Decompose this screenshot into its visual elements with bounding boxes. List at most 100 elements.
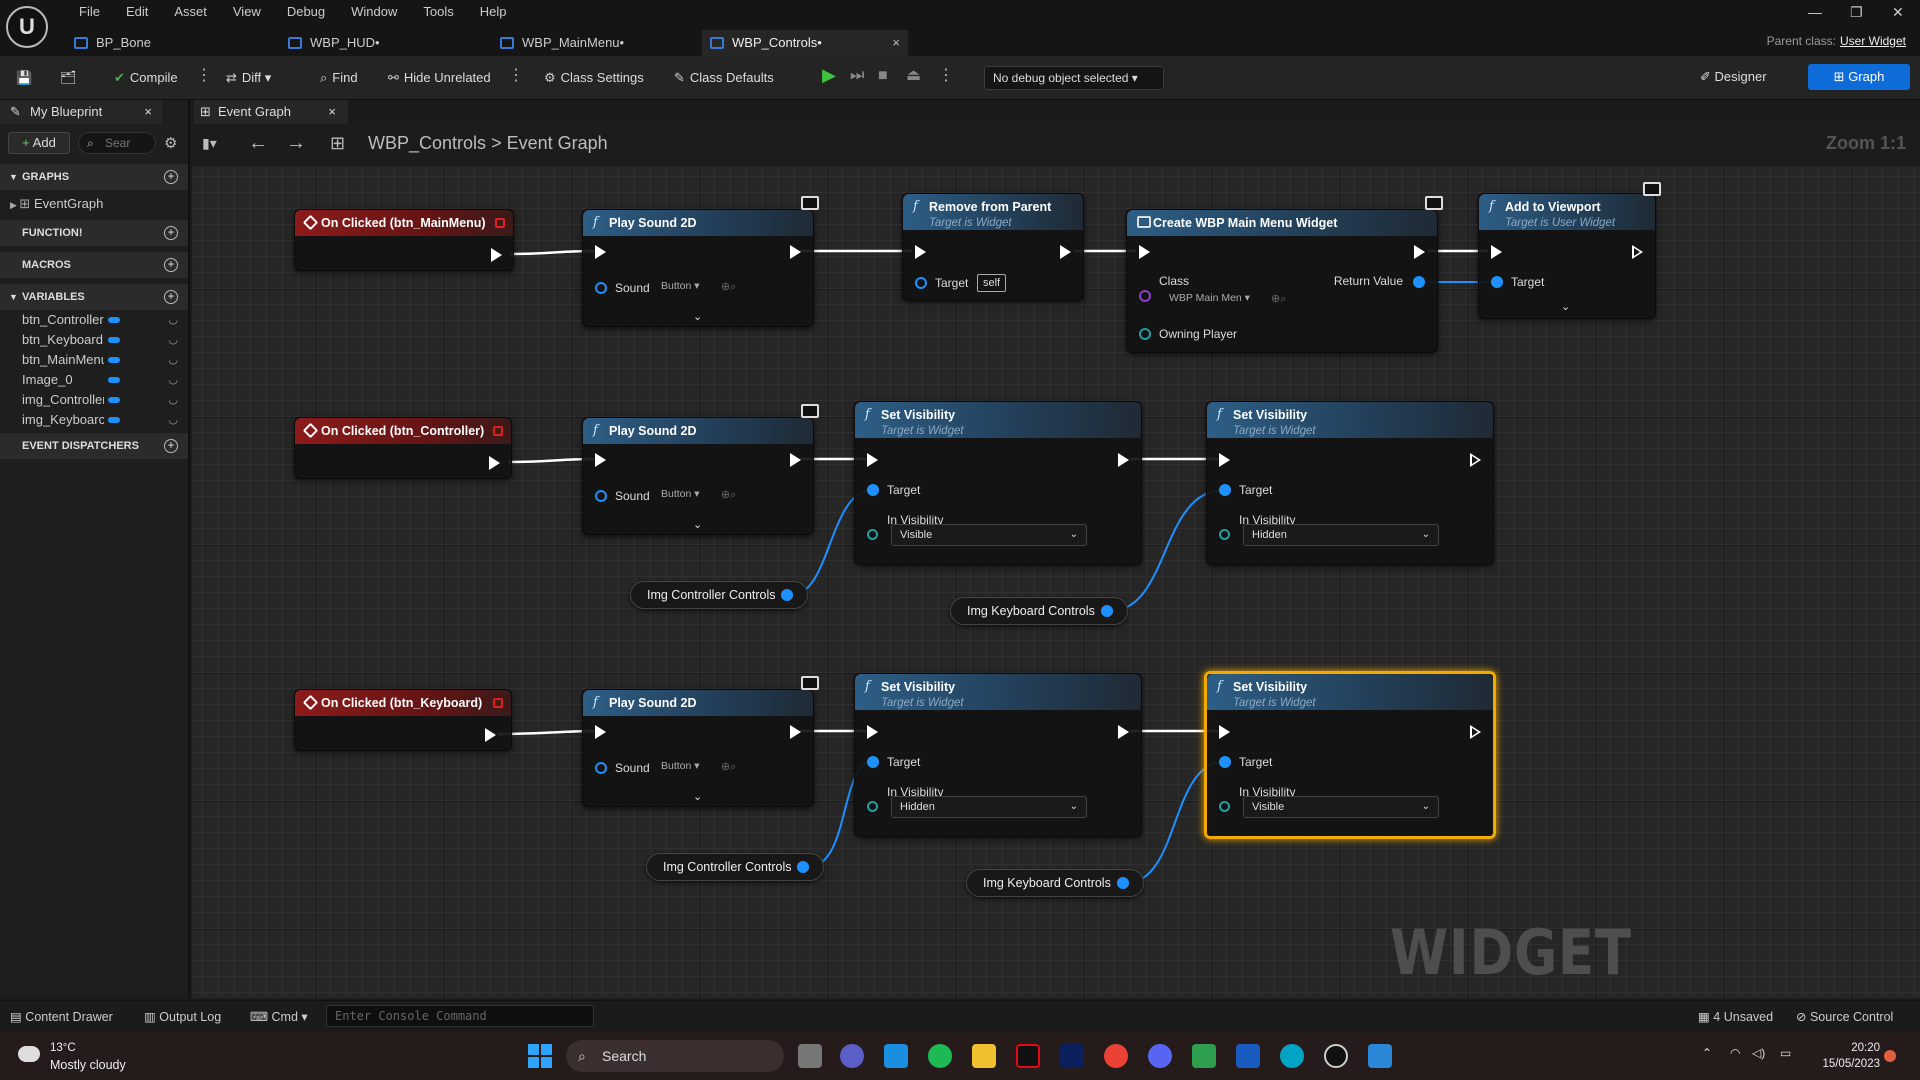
- cmd-select[interactable]: ⌨ Cmd ▾: [250, 1010, 308, 1024]
- variable-item[interactable]: btn_MainMenu◡: [22, 350, 182, 370]
- use-asset-icon[interactable]: ⊕⌕: [721, 761, 737, 773]
- add-dispatcher-icon[interactable]: +: [164, 439, 178, 453]
- exec-out-pin[interactable]: [491, 248, 502, 262]
- close-tab-icon[interactable]: ×: [144, 104, 152, 119]
- function-node-set-visibility[interactable]: f Set Visibility Target is Widget Target…: [854, 401, 1142, 565]
- variable-node-img-controller-controls[interactable]: Img Controller Controls: [630, 581, 808, 609]
- sound-asset-select[interactable]: Button ▾: [661, 488, 700, 500]
- exec-in-pin[interactable]: [1491, 245, 1502, 259]
- chrome-icon[interactable]: [1104, 1044, 1128, 1068]
- menu-debug[interactable]: Debug: [286, 4, 326, 19]
- graph-item-eventgraph[interactable]: ▶ ⊞ EventGraph: [10, 194, 103, 215]
- variable-node-img-keyboard-controls[interactable]: Img Keyboard Controls: [966, 869, 1144, 897]
- compile-button[interactable]: ✔Compile: [114, 68, 178, 88]
- event-node-on-clicked-controller[interactable]: On Clicked (btn_Controller): [294, 417, 512, 479]
- exec-out-pin[interactable]: [1118, 453, 1129, 467]
- tab-my-blueprint[interactable]: ✎ My Blueprint ×: [0, 100, 162, 124]
- exec-in-pin[interactable]: [1139, 245, 1150, 259]
- menu-help[interactable]: Help: [479, 4, 507, 19]
- exec-in-pin[interactable]: [595, 453, 606, 467]
- section-event-dispatchers[interactable]: EVENT DISPATCHERS+: [0, 433, 188, 459]
- teams-chat-icon[interactable]: [840, 1044, 864, 1068]
- event-node-on-clicked-mainmenu[interactable]: On Clicked (btn_MainMenu): [294, 209, 514, 271]
- save-icon[interactable]: 💾: [16, 70, 33, 85]
- class-pin[interactable]: [1139, 290, 1151, 302]
- variable-item[interactable]: btn_Controller◡: [22, 310, 182, 330]
- exec-out-pin[interactable]: [1118, 725, 1129, 739]
- debug-object-select[interactable]: No debug object selected ▾: [984, 66, 1164, 90]
- close-tab-icon[interactable]: ×: [328, 104, 336, 119]
- exec-out-pin[interactable]: [1060, 245, 1071, 259]
- delegate-pin-icon[interactable]: [493, 426, 503, 436]
- settings-gear-icon[interactable]: ⚙: [164, 135, 178, 152]
- compile-options-icon[interactable]: ⋮: [196, 67, 212, 84]
- variable-output-pin[interactable]: [797, 861, 809, 873]
- minimize-icon[interactable]: —: [1808, 4, 1822, 20]
- menu-asset[interactable]: Asset: [174, 4, 207, 19]
- disney-plus-icon[interactable]: [1060, 1044, 1084, 1068]
- menu-edit[interactable]: Edit: [125, 4, 149, 19]
- exec-in-pin[interactable]: [915, 245, 926, 259]
- unreal-engine-icon[interactable]: [1324, 1044, 1348, 1068]
- tray-chevron-icon[interactable]: ⌃: [1702, 1046, 1713, 1060]
- spreadsheet-app-icon[interactable]: [1192, 1044, 1216, 1068]
- tab-bp-bone[interactable]: BP_Bone: [66, 30, 266, 56]
- windows-start-icon[interactable]: [528, 1044, 552, 1068]
- volume-icon[interactable]: ◁): [1752, 1046, 1766, 1060]
- console-command-input[interactable]: Enter Console Command: [326, 1005, 594, 1027]
- in-visibility-pin[interactable]: [867, 801, 878, 812]
- visibility-select[interactable]: Visible⌄: [1243, 796, 1439, 818]
- function-node-play-sound-2d[interactable]: f Play Sound 2D Sound Button ▾ ⊕⌕ ⌄: [582, 404, 819, 535]
- parent-class-link[interactable]: User Widget: [1839, 34, 1906, 48]
- unreal-logo-icon[interactable]: U: [6, 6, 48, 48]
- function-node-add-to-viewport[interactable]: f Add to Viewport Target is User Widget …: [1478, 182, 1661, 319]
- sound-pin[interactable]: [595, 282, 607, 294]
- sound-pin[interactable]: [595, 490, 607, 502]
- more-options-icon[interactable]: ⋮: [508, 67, 524, 84]
- output-log-button[interactable]: ▥ Output Log: [144, 1009, 221, 1024]
- use-asset-icon[interactable]: ⊕⌕: [721, 281, 737, 293]
- add-button[interactable]: + Add: [8, 132, 70, 154]
- target-pin[interactable]: [1219, 484, 1231, 496]
- content-drawer-button[interactable]: ▤ Content Drawer: [10, 1009, 113, 1024]
- event-node-on-clicked-keyboard[interactable]: On Clicked (btn_Keyboard): [294, 689, 512, 751]
- battery-icon[interactable]: ▭: [1780, 1046, 1792, 1060]
- find-button[interactable]: ⌕Find: [320, 68, 358, 88]
- exec-out-pin[interactable]: [485, 728, 496, 742]
- add-variable-icon[interactable]: +: [164, 290, 178, 304]
- add-graph-icon[interactable]: +: [164, 170, 178, 184]
- exec-out-pin[interactable]: [790, 453, 801, 467]
- browser-app-icon[interactable]: [1280, 1044, 1304, 1068]
- exec-in-pin[interactable]: [595, 245, 606, 259]
- in-visibility-pin[interactable]: [1219, 801, 1230, 812]
- exec-out-pin[interactable]: [1414, 245, 1425, 259]
- expand-node-chevron-icon[interactable]: ⌄: [1561, 301, 1571, 313]
- target-pin[interactable]: [867, 756, 879, 768]
- unsaved-button[interactable]: ▦ 4 Unsaved: [1698, 1009, 1773, 1024]
- function-node-set-visibility-selected[interactable]: f Set Visibility Target is Widget Target…: [1204, 671, 1496, 839]
- menu-view[interactable]: View: [232, 4, 261, 19]
- function-node-create-widget[interactable]: Create WBP Main Menu Widget Class WBP Ma…: [1126, 196, 1443, 353]
- paint-app-icon[interactable]: [1368, 1044, 1392, 1068]
- eye-closed-icon[interactable]: ◡: [168, 314, 178, 326]
- owning-player-pin[interactable]: [1139, 328, 1151, 340]
- weather-widget[interactable]: 13°C Mostly cloudy: [14, 1040, 174, 1074]
- menu-file[interactable]: File: [79, 4, 100, 19]
- exec-in-pin[interactable]: [867, 453, 878, 467]
- function-node-remove-from-parent[interactable]: f Remove from Parent Target is Widget Ta…: [902, 193, 1084, 301]
- exec-out-pin[interactable]: [1470, 453, 1481, 467]
- class-settings-button[interactable]: ⚙Class Settings: [544, 68, 644, 88]
- variable-output-pin[interactable]: [1117, 877, 1129, 889]
- breadcrumb-root[interactable]: WBP_Controls: [368, 133, 487, 153]
- class-select[interactable]: WBP Main Men ▾: [1169, 292, 1250, 304]
- close-window-icon[interactable]: ✕: [1892, 4, 1904, 20]
- target-pin[interactable]: [1219, 756, 1231, 768]
- notification-badge[interactable]: [1884, 1050, 1896, 1062]
- use-asset-icon[interactable]: ⊕⌕: [1271, 293, 1287, 305]
- designer-mode-button[interactable]: ✐ Designer: [1700, 66, 1767, 88]
- visibility-select[interactable]: Visible⌄: [891, 524, 1087, 546]
- browse-icon[interactable]: 🗂: [60, 70, 77, 85]
- add-macro-icon[interactable]: +: [164, 258, 178, 272]
- sound-asset-select[interactable]: Button ▾: [661, 760, 700, 772]
